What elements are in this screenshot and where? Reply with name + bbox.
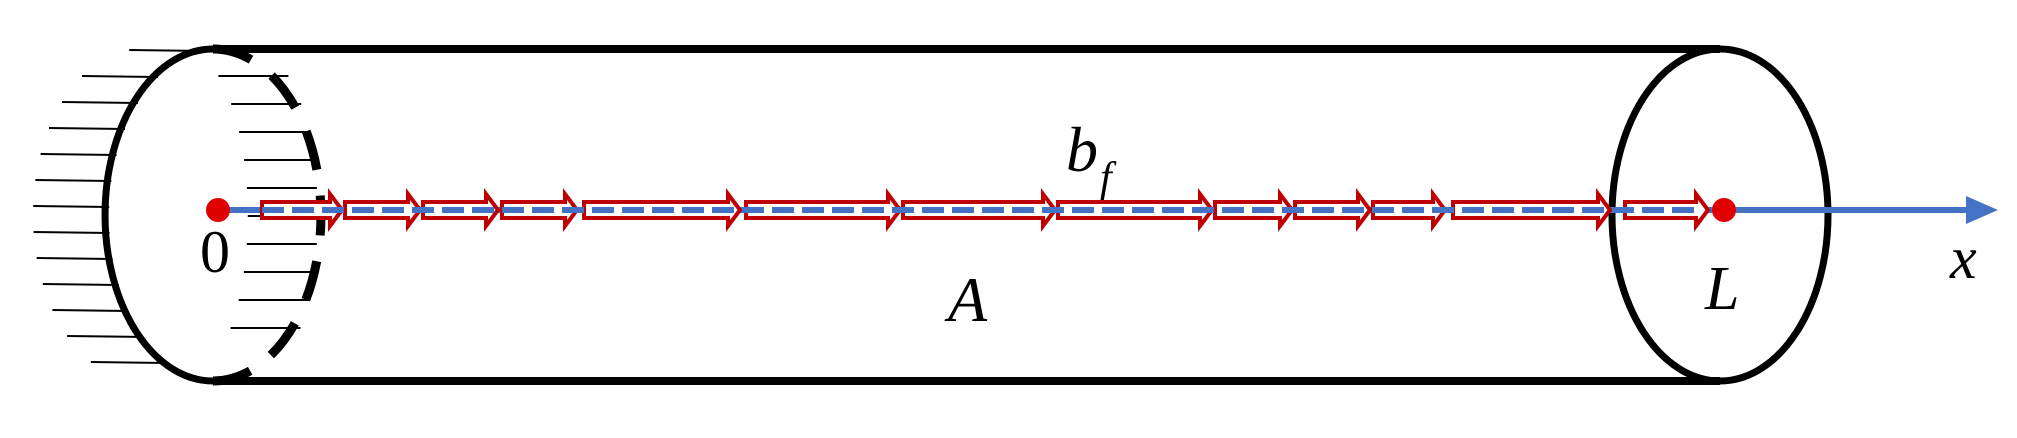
body-force-arrow	[901, 188, 1058, 232]
body-force-label-base: b	[1066, 114, 1098, 185]
origin-label: 0	[200, 219, 230, 285]
area-label: A	[948, 264, 988, 335]
hatch-line	[81, 75, 159, 78]
body-force-arrow	[1623, 188, 1711, 232]
hatch-line	[36, 257, 113, 260]
origin-point	[206, 198, 230, 222]
hatch-line	[52, 309, 129, 312]
end-point-L	[1712, 198, 1736, 222]
body-force-label-subscript: f	[1100, 155, 1112, 201]
hatch-line	[67, 335, 144, 338]
hatch-line	[42, 283, 119, 286]
body-force-label: bf	[1066, 118, 1112, 200]
hatch-line	[48, 127, 126, 130]
hatch-line	[35, 179, 112, 182]
hatch-line	[61, 101, 138, 104]
left-end-ellipse-back	[101, 45, 214, 385]
length-label: L	[1705, 255, 1740, 323]
hatch-line	[90, 361, 167, 364]
x-axis-arrowhead	[1966, 196, 1998, 224]
hatch-line	[33, 205, 110, 208]
right-end-ellipse	[1608, 45, 1832, 385]
hatch-line	[40, 153, 117, 156]
x-axis-label: x	[1950, 225, 1977, 291]
hatch-line	[33, 231, 110, 234]
